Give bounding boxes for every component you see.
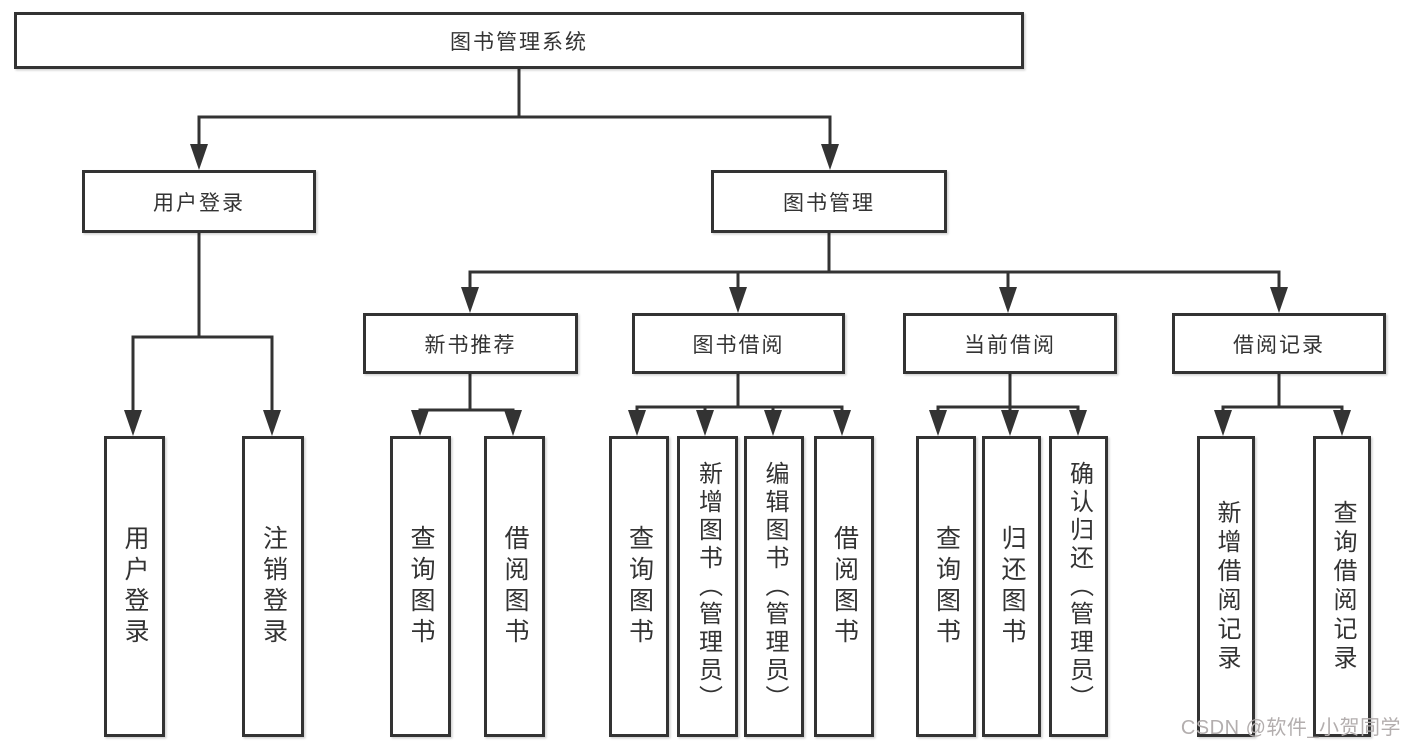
connector-current-borrowing-group bbox=[929, 372, 1087, 436]
leaf-add-borrow-record: 新增借阅记录 bbox=[1197, 436, 1255, 737]
leaf-logout: 注销登录 bbox=[242, 436, 304, 737]
leaf-return-books: 归还图书 bbox=[982, 436, 1041, 737]
leaf-query-books-current: 查询图书 bbox=[916, 436, 976, 737]
connector-borrow-records-group bbox=[1214, 372, 1351, 436]
node-user-login: 用户登录 bbox=[82, 170, 316, 233]
connector-book-management-group bbox=[461, 231, 1288, 313]
connector-book-borrowing-group bbox=[628, 372, 851, 436]
leaf-confirm-return-admin: 确认归还（管理员） bbox=[1049, 436, 1108, 737]
leaf-borrow-books-borrowing: 借阅图书 bbox=[814, 436, 874, 737]
leaf-user-login: 用户登录 bbox=[104, 436, 165, 737]
leaf-edit-book-admin: 编辑图书（管理员） bbox=[744, 436, 804, 737]
leaf-query-books-borrowing: 查询图书 bbox=[609, 436, 669, 737]
node-book-management: 图书管理 bbox=[711, 170, 947, 233]
csdn-watermark: CSDN @软件_小贺同学 bbox=[1180, 717, 1401, 739]
connector-user-login-group bbox=[124, 231, 281, 436]
node-root: 图书管理系统 bbox=[14, 12, 1024, 69]
connector-root-to-level2 bbox=[190, 67, 839, 170]
node-current-borrowing: 当前借阅 bbox=[903, 313, 1117, 374]
leaf-borrow-books-recommend: 借阅图书 bbox=[484, 436, 545, 737]
leaf-query-books-recommend: 查询图书 bbox=[390, 436, 451, 737]
node-new-book-recommend: 新书推荐 bbox=[363, 313, 578, 374]
connector-new-book-group bbox=[411, 372, 522, 436]
leaf-query-borrow-record: 查询借阅记录 bbox=[1313, 436, 1371, 737]
node-book-borrowing: 图书借阅 bbox=[632, 313, 845, 374]
leaf-add-book-admin: 新增图书（管理员） bbox=[677, 436, 738, 737]
node-borrow-records: 借阅记录 bbox=[1172, 313, 1386, 374]
